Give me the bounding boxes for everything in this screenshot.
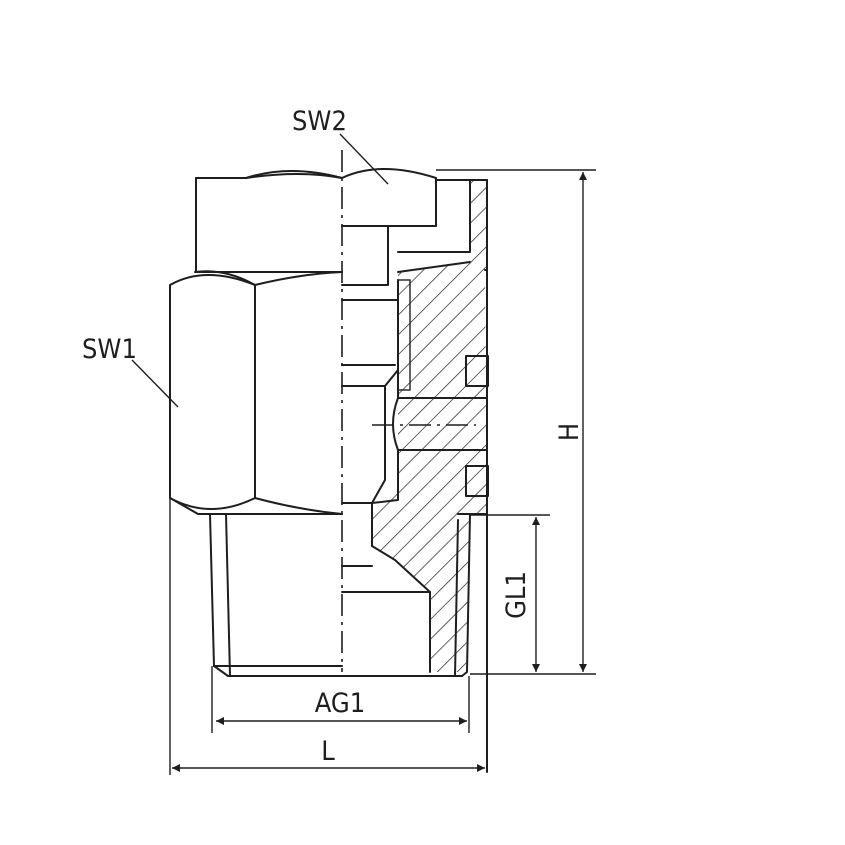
sw1-leader	[131, 359, 179, 408]
section-cutouts	[392, 279, 489, 497]
section-hatching	[372, 180, 487, 672]
dimension-l	[169, 498, 485, 775]
label-sw2: SW2	[292, 106, 347, 137]
dimension-h	[436, 169, 596, 675]
label-gl1: GL1	[501, 571, 532, 619]
label-l: L	[321, 736, 335, 767]
dimension-ag1	[211, 666, 470, 733]
label-h: H	[554, 423, 585, 441]
sw2-leader	[339, 133, 389, 185]
threaded-spigot	[209, 179, 488, 773]
label-sw1: SW1	[82, 334, 137, 365]
hex-body-sw1	[169, 270, 343, 515]
label-ag1: AG1	[315, 688, 365, 719]
inner-bore-lines	[341, 279, 431, 673]
dimension-gl1	[470, 514, 550, 672]
